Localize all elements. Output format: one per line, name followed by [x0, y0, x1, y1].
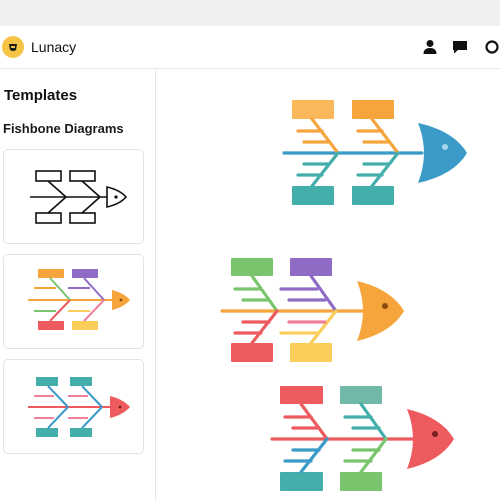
- circle-icon[interactable]: [483, 38, 500, 56]
- fishbone-orange-thumbnail: [28, 269, 130, 330]
- app-window: Lunacy Templates Fishbone Diagrams: [0, 26, 500, 500]
- lunacy-logo-icon: [2, 36, 24, 58]
- chat-icon[interactable]: [451, 38, 469, 56]
- fishbone-outline-thumbnail: [30, 170, 128, 224]
- sidebar-category-title: Fishbone Diagrams: [3, 121, 124, 136]
- template-card-outline-fishbone[interactable]: [3, 149, 144, 244]
- design-canvas[interactable]: [157, 69, 500, 500]
- fishbone-diagram-blue[interactable]: [282, 97, 472, 213]
- fishbone-red-thumbnail: [28, 377, 130, 437]
- templates-sidebar: Templates Fishbone Diagrams: [0, 69, 156, 500]
- app-header: Lunacy: [0, 26, 500, 69]
- app-title: Lunacy: [31, 39, 77, 55]
- user-icon[interactable]: [421, 38, 439, 56]
- fishbone-diagram-orange[interactable]: [219, 255, 409, 367]
- window-top-strip: [0, 0, 500, 26]
- template-card-color-fishbone-red[interactable]: [3, 359, 144, 454]
- sidebar-heading: Templates: [4, 87, 78, 104]
- fishbone-diagram-red[interactable]: [269, 383, 459, 495]
- template-card-color-fishbone-orange[interactable]: [3, 254, 144, 349]
